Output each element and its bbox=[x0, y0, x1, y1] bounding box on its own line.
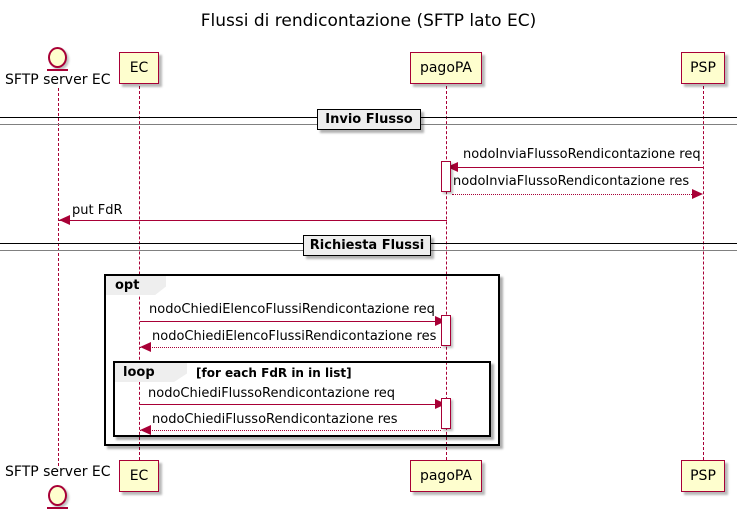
fragment-loop-guard: [for each FdR in in list] bbox=[196, 366, 352, 380]
actor-underline-icon bbox=[47, 69, 68, 71]
participant-label-sftp-server-ec-top: SFTP server EC bbox=[5, 72, 111, 88]
message-arrow-nodochiediflussorendicontazione-res bbox=[140, 430, 441, 431]
divider-invio-flusso: Invio Flusso bbox=[317, 109, 421, 130]
fragment-loop bbox=[113, 361, 491, 437]
participant-psp-top[interactable]: PSP bbox=[681, 52, 725, 84]
message-label-nodochiedielencoflussirendicontazione-res: nodoChiediElencoFlussiRendicontazione re… bbox=[152, 329, 437, 344]
actor-circle-icon bbox=[48, 47, 67, 68]
message-arrow-nodoinviaflussorendicontazione-res bbox=[452, 194, 692, 195]
message-label-nodochiedielencoflussirendicontazione-req: nodoChiediElencoFlussiRendicontazione re… bbox=[149, 302, 435, 317]
participant-label-sftp-server-ec-bottom: SFTP server EC bbox=[5, 464, 111, 480]
arrowhead-right-nodochiedielencoflussirendicontazione-req bbox=[435, 316, 446, 326]
message-arrow-nodoinviaflussorendicontazione-req bbox=[447, 167, 703, 168]
page-title: Flussi di rendicontazione (SFTP lato EC) bbox=[200, 11, 537, 31]
participant-ec-top[interactable]: EC bbox=[119, 52, 159, 84]
message-arrow-put-fdr bbox=[59, 220, 447, 221]
message-label-put-fdr: put FdR bbox=[72, 203, 123, 218]
actor-sftp-server-ec-top bbox=[47, 47, 68, 71]
fragment-loop-label: loop bbox=[123, 365, 155, 380]
activation-pagopa-invio-flusso bbox=[441, 161, 451, 192]
actor-sftp-server-ec-bottom bbox=[47, 485, 68, 509]
message-arrow-nodochiediflussorendicontazione-req bbox=[140, 404, 435, 405]
activation-pagopa-chiedi-flusso bbox=[441, 398, 451, 429]
activation-pagopa-chiedi-elenco bbox=[441, 315, 451, 346]
participant-pagopa-bottom[interactable]: pagoPA bbox=[410, 460, 482, 492]
arrowhead-left-nodoinviaflussorendicontazione-req bbox=[447, 162, 458, 172]
fragment-opt-tab bbox=[106, 276, 166, 295]
actor-underline-icon bbox=[47, 507, 68, 509]
arrowhead-left-nodochiedielencoflussirendicontazione-res bbox=[140, 342, 151, 352]
divider-richiesta-flussi: Richiesta Flussi bbox=[303, 235, 431, 256]
lifeline-ec bbox=[139, 86, 140, 460]
message-arrow-nodochiedielencoflussirendicontazione-req bbox=[140, 321, 435, 322]
lifeline-pagopa bbox=[446, 86, 447, 460]
participant-psp-bottom[interactable]: PSP bbox=[681, 460, 725, 492]
arrowhead-left-put-fdr bbox=[59, 215, 70, 225]
participant-ec-bottom[interactable]: EC bbox=[119, 460, 159, 492]
message-arrow-nodochiedielencoflussirendicontazione-res bbox=[140, 347, 441, 348]
arrowhead-right-nodochiediflussorendicontazione-req bbox=[435, 399, 446, 409]
arrowhead-right-nodoinviaflussorendicontazione-res bbox=[692, 189, 703, 199]
actor-circle-icon bbox=[48, 485, 67, 506]
message-label-nodoinviaflussorendicontazione-req: nodoInviaFlussoRendicontazione req bbox=[463, 147, 701, 162]
message-label-nodochiediflussorendicontazione-req: nodoChiediFlussoRendicontazione req bbox=[148, 386, 396, 401]
message-label-nodochiediflussorendicontazione-res: nodoChiediFlussoRendicontazione res bbox=[152, 412, 398, 427]
arrowhead-left-nodochiediflussorendicontazione-res bbox=[140, 425, 151, 435]
lifeline-sftp-server-ec bbox=[58, 88, 59, 466]
participant-pagopa-top[interactable]: pagoPA bbox=[410, 52, 482, 84]
fragment-loop-tab bbox=[115, 363, 187, 382]
lifeline-psp bbox=[703, 86, 704, 460]
message-label-nodoinviaflussorendicontazione-res: nodoInviaFlussoRendicontazione res bbox=[453, 174, 690, 189]
fragment-opt bbox=[104, 274, 500, 446]
fragment-opt-label: opt bbox=[115, 278, 140, 293]
